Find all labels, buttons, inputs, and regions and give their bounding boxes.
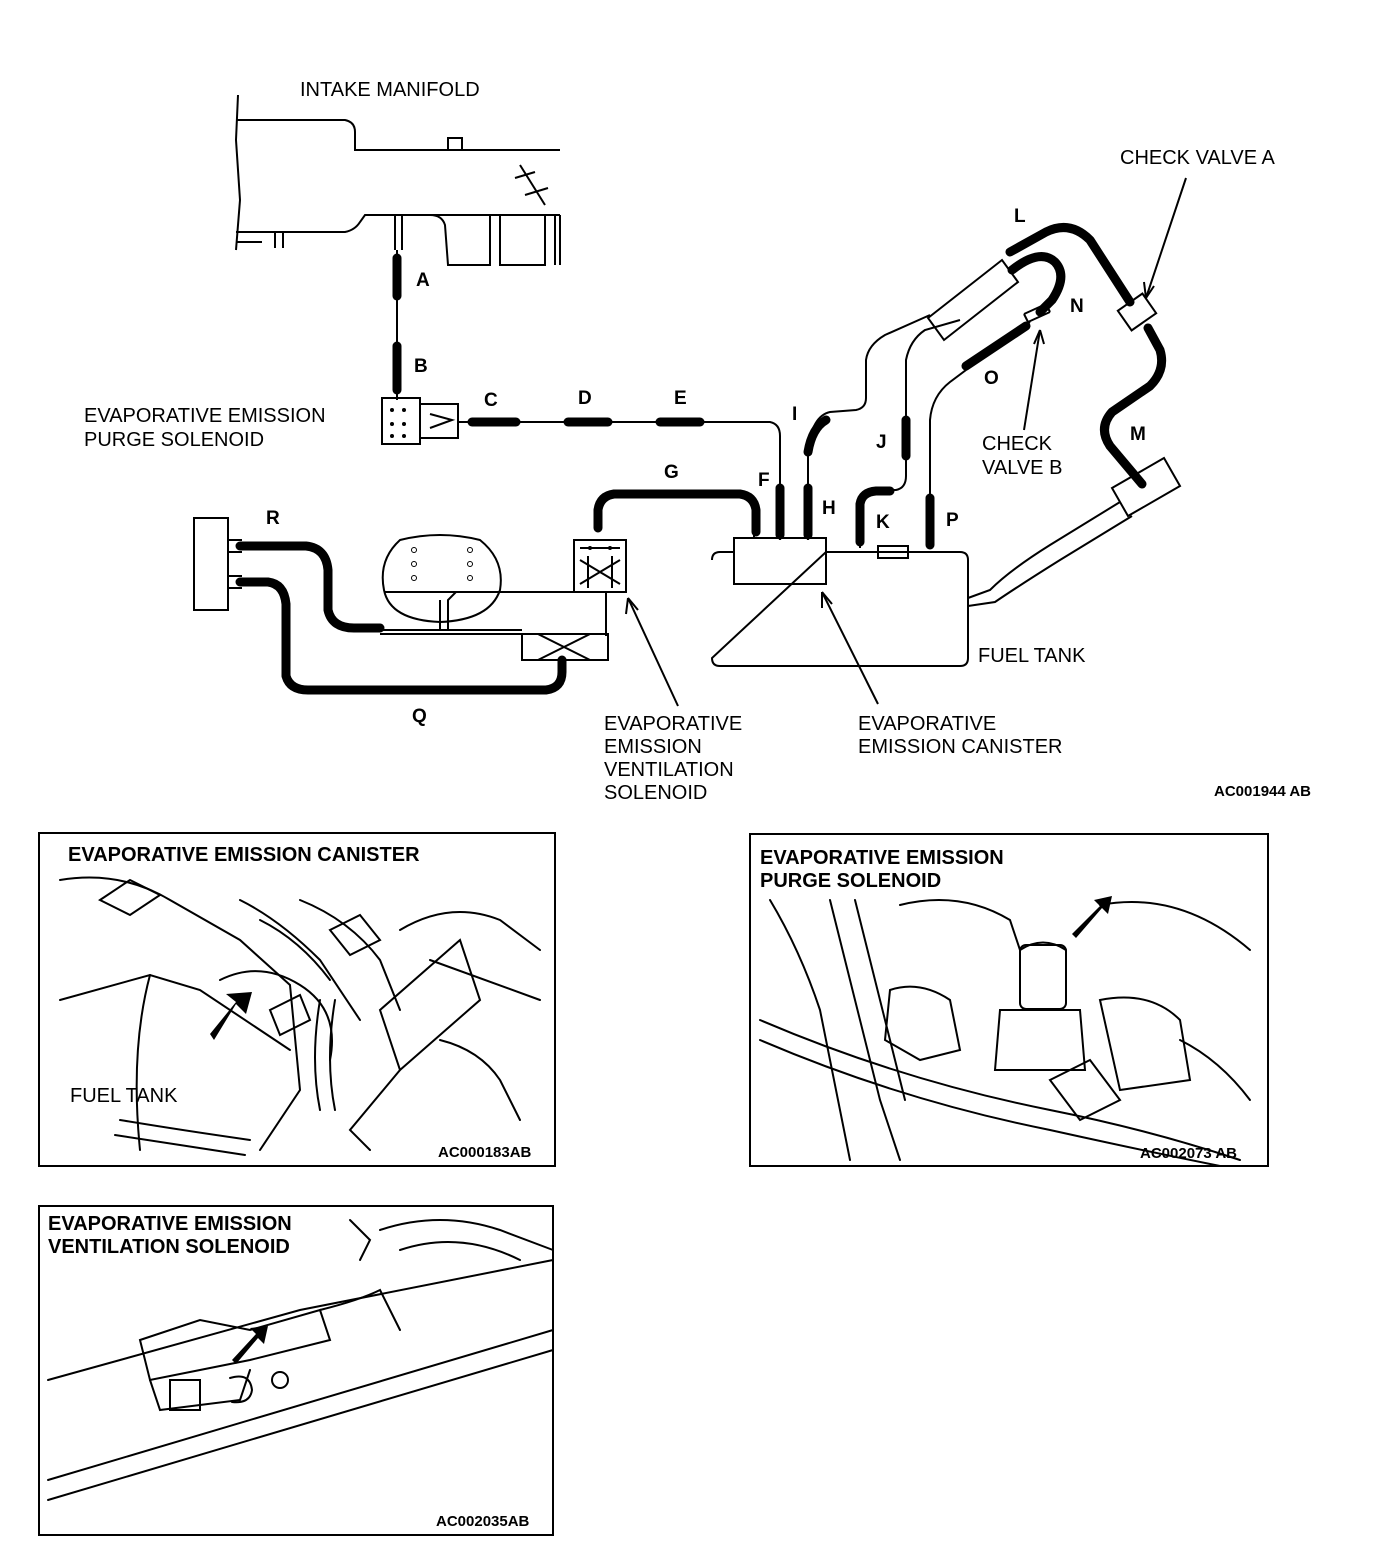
letter-e: E — [674, 388, 687, 409]
vent-solenoid-leader — [627, 597, 679, 707]
letter-g: G — [664, 462, 679, 483]
letter-j: J — [876, 432, 887, 453]
letter-b: B — [414, 356, 428, 377]
canister-photo-illustration — [59, 876, 541, 1156]
letter-a: A — [416, 270, 430, 291]
letter-d: D — [578, 388, 592, 409]
vent-solenoid-label-1: EVAPORATIVE — [604, 713, 742, 735]
check-valve-b-label-2: VALVE B — [982, 457, 1062, 479]
schematic: INTAKE MANIFOLD CHECK VALVE A CHECK VALV… — [84, 79, 1311, 804]
letter-c: C — [484, 390, 498, 411]
filler-neck — [967, 456, 1182, 607]
letter-o: O — [984, 368, 999, 389]
ventilation-photo-illustration — [47, 1219, 554, 1501]
hose-r — [235, 541, 385, 633]
letter-r: R — [266, 508, 280, 529]
hose-q — [235, 577, 567, 695]
hose-i — [803, 415, 831, 457]
hose-m — [1100, 323, 1167, 489]
canister-leader — [821, 591, 879, 705]
canister-panel-fuel-tank-label: FUEL TANK — [70, 1085, 178, 1107]
hose-l — [1005, 223, 1135, 307]
hose-g — [593, 489, 761, 537]
air-filter — [380, 629, 609, 661]
letter-l: L — [1014, 206, 1026, 227]
ventilation-panel-title-2: VENTILATION SOLENOID — [48, 1236, 290, 1258]
bracket — [193, 517, 242, 611]
letter-f: F — [758, 470, 770, 491]
letter-q: Q — [412, 706, 427, 727]
schematic-figure-code: AC001944 AB — [1214, 783, 1311, 800]
canister-label-2: EMISSION CANISTER — [858, 736, 1062, 758]
canister-photo-panel: EVAPORATIVE EMISSION CANISTER FUEL TANK … — [38, 832, 556, 1167]
purge-panel-title-2: PURGE SOLENOID — [760, 870, 941, 892]
vent-solenoid-label-2: EMISSION — [604, 736, 702, 758]
check-valve-a-label: CHECK VALVE A — [1120, 147, 1276, 169]
intake-manifold-label: INTAKE MANIFOLD — [300, 79, 480, 101]
reservoir — [381, 534, 574, 630]
purge-solenoid-label-2: PURGE SOLENOID — [84, 429, 264, 451]
fuel-tank — [710, 545, 969, 667]
letter-p: P — [946, 510, 959, 531]
intake-manifold — [234, 94, 561, 266]
check-valve-a — [1116, 292, 1158, 332]
ventilation-panel-code: AC002035AB — [436, 1513, 530, 1530]
purge-panel-code: AC002073 AB — [1140, 1145, 1237, 1162]
ventilation-arrow-icon — [232, 1326, 268, 1364]
canister-label-1: EVAPORATIVE — [858, 713, 996, 735]
letter-h: H — [822, 498, 836, 519]
evap-canister — [733, 530, 827, 585]
letter-k: K — [876, 512, 890, 533]
vent-solenoid-label-3: VENTILATION — [604, 759, 734, 781]
purge-panel-title-1: EVAPORATIVE EMISSION — [760, 847, 1004, 869]
letter-m: M — [1130, 424, 1146, 445]
purge-photo-illustration — [759, 896, 1251, 1167]
ventilation-solenoid — [573, 539, 627, 636]
hose-k — [855, 486, 895, 547]
purge-solenoid — [381, 397, 459, 445]
fuel-tank-label: FUEL TANK — [978, 645, 1086, 667]
hose-o — [961, 321, 1031, 371]
check-valve-b — [1023, 303, 1051, 323]
ventilation-panel-title-1: EVAPORATIVE EMISSION — [48, 1213, 292, 1235]
separator — [926, 258, 1020, 342]
canister-arrow-icon — [210, 992, 252, 1040]
letter-i: I — [792, 404, 797, 425]
letter-n: N — [1070, 296, 1084, 317]
purge-photo-panel: EVAPORATIVE EMISSION PURGE SOLENOID AC00… — [749, 833, 1269, 1167]
check-valve-a-leader — [1145, 177, 1187, 299]
ventilation-photo-panel: EVAPORATIVE EMISSION VENTILATION SOLENOI… — [38, 1205, 554, 1536]
hose-n — [1007, 252, 1066, 317]
check-valve-b-leader — [1023, 329, 1041, 431]
check-valve-b-label-1: CHECK — [982, 433, 1053, 455]
purge-arrow-icon — [1072, 896, 1112, 938]
canister-panel-code: AC000183AB — [438, 1144, 532, 1161]
vent-solenoid-label-4: SOLENOID — [604, 782, 707, 804]
purge-solenoid-label-1: EVAPORATIVE EMISSION — [84, 405, 326, 427]
canister-panel-title: EVAPORATIVE EMISSION CANISTER — [68, 844, 420, 866]
